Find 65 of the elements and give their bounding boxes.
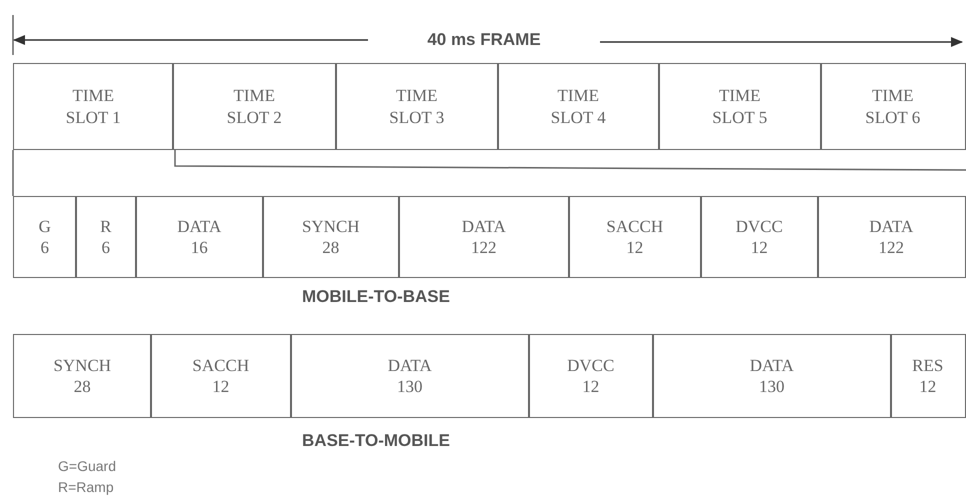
field-name: TIME xyxy=(872,85,914,106)
field-value: 16 xyxy=(190,237,208,258)
field-name: RES xyxy=(912,354,944,376)
frame-label: 40 ms FRAME xyxy=(427,30,541,50)
field-cell xyxy=(262,196,400,278)
time-slot-cell xyxy=(497,63,660,150)
field-name: DATA xyxy=(177,216,222,237)
field-cell xyxy=(398,196,570,278)
field-name: TIME xyxy=(396,85,438,106)
field-value: 6 xyxy=(40,237,49,258)
field-cell xyxy=(135,196,264,278)
field-cell xyxy=(13,196,76,278)
field-value: SLOT 3 xyxy=(389,106,444,128)
direction-label: MOBILE-TO-BASE xyxy=(302,287,450,307)
field-name: R xyxy=(100,216,112,237)
field-cell xyxy=(150,334,292,418)
time-slot-cell xyxy=(658,63,822,150)
field-cell xyxy=(75,196,136,278)
field-name: TIME xyxy=(718,85,761,106)
field-value: SLOT 6 xyxy=(865,106,920,128)
field-value: 28 xyxy=(74,376,91,398)
field-name: DATA xyxy=(750,354,794,376)
field-name: SYNCH xyxy=(53,354,112,376)
time-slot-cell xyxy=(335,63,498,150)
time-slot-cell xyxy=(172,63,336,150)
field-cell xyxy=(290,334,530,418)
field-value: SLOT 2 xyxy=(226,106,282,128)
field-name: TIME xyxy=(233,85,276,106)
legend-note: R=Ramp xyxy=(58,479,114,495)
field-name: DATA xyxy=(869,216,914,237)
direction-label: BASE-TO-MOBILE xyxy=(302,431,450,451)
field-name: SACCH xyxy=(192,354,250,376)
field-cell xyxy=(700,196,818,278)
field-cell xyxy=(817,196,966,278)
time-slot-cell xyxy=(13,63,174,150)
field-name: TIME xyxy=(72,85,114,106)
field-name: DVCC xyxy=(567,354,614,376)
legend-note: G=Guard xyxy=(58,458,116,474)
field-value: SLOT 5 xyxy=(712,106,768,128)
field-value: 6 xyxy=(102,237,110,258)
field-cell xyxy=(890,334,966,418)
field-value: 12 xyxy=(626,237,644,258)
field-value: 122 xyxy=(471,237,496,258)
field-value: 12 xyxy=(212,376,230,398)
field-name: TIME xyxy=(557,85,600,106)
field-value: 130 xyxy=(397,376,422,398)
field-value: 12 xyxy=(750,237,768,258)
field-value: 122 xyxy=(878,237,904,258)
field-cell xyxy=(568,196,702,278)
time-slot-cell xyxy=(820,63,966,150)
field-name: SACCH xyxy=(606,216,664,237)
field-name: DATA xyxy=(462,216,506,237)
field-value: SLOT 1 xyxy=(66,106,121,128)
field-cell xyxy=(528,334,654,418)
field-cell xyxy=(13,334,152,418)
field-value: 130 xyxy=(759,376,784,398)
field-value: 28 xyxy=(322,237,340,258)
field-name: SYNCH xyxy=(302,216,360,237)
field-name: G xyxy=(38,216,51,237)
field-value: 12 xyxy=(919,376,936,398)
field-value: SLOT 4 xyxy=(550,106,606,128)
field-name: DATA xyxy=(388,354,432,376)
field-name: DVCC xyxy=(736,216,783,237)
field-cell xyxy=(652,334,892,418)
field-value: 12 xyxy=(582,376,600,398)
